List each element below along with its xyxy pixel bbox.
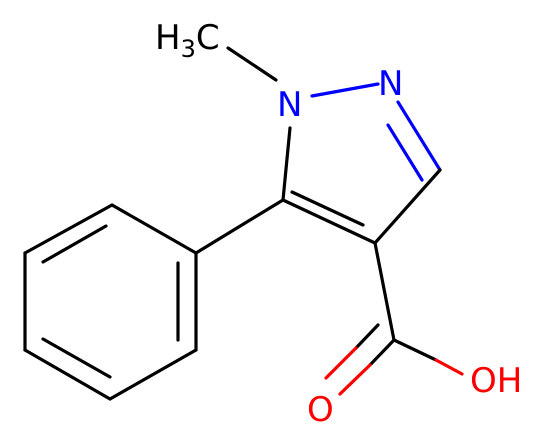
bond-c4-c5-double	[290, 190, 365, 227]
bond-n2-c3	[396, 100, 442, 172]
bond-c5-n1	[281, 126, 292, 202]
n1-label: N	[277, 85, 302, 125]
bond-ph-2	[23, 203, 114, 255]
bond-c5-phenyl	[194, 198, 285, 255]
bond-ph-4	[23, 348, 112, 401]
bond-n2-c3-double	[386, 123, 424, 182]
bond-ph-inner-1	[41, 224, 108, 264]
bond-c4-c5	[281, 198, 377, 245]
bond-c-oh-red	[434, 358, 464, 376]
bond-ph-1	[110, 203, 198, 255]
bond-ph-5	[108, 348, 198, 401]
bond-ph-inner-2	[41, 337, 112, 379]
bond-c4-cooh	[373, 241, 396, 342]
bond-c3-c4	[373, 168, 442, 245]
bond-c-oh	[392, 338, 438, 362]
n2-label: N	[378, 64, 403, 104]
bond-c-o-double-b	[354, 323, 380, 350]
o-label: O	[307, 390, 334, 430]
bond-c-o-double-a-red	[338, 363, 372, 396]
bond-c-o-double-a	[368, 338, 396, 367]
bond-n1-n2	[310, 82, 380, 98]
methyl-label: H3C	[155, 18, 220, 63]
bond-n1-methyl	[226, 46, 278, 82]
oh-label: OH	[470, 361, 522, 401]
bond-c-o-double-b-red	[324, 346, 358, 380]
